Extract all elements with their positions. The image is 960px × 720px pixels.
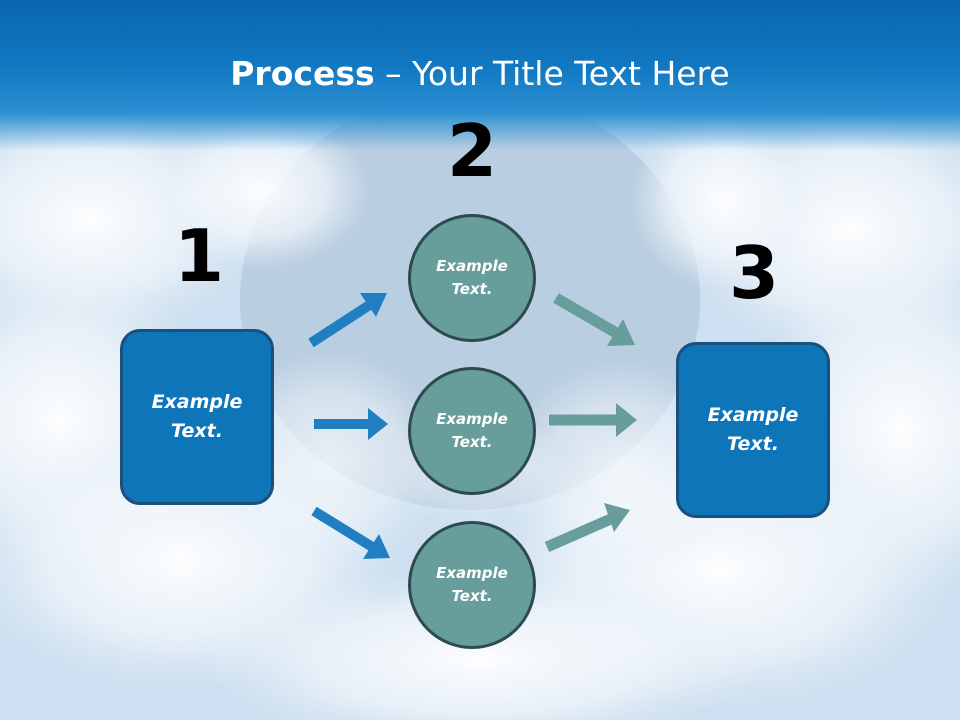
right-process-box: Example Text. — [676, 342, 830, 518]
circle-bottom-text: Example Text. — [436, 564, 508, 605]
step-number-3: 3 — [728, 231, 780, 315]
left-box-text: Example Text. — [151, 391, 243, 442]
arrow-left-to-top — [308, 293, 387, 348]
title-band — [0, 0, 960, 150]
step-number-2: 2 — [446, 109, 498, 193]
arrow-middle-to-right — [549, 403, 637, 437]
arrow-left-to-middle — [314, 408, 388, 440]
slide-title: Process – Your Title Text Here — [0, 52, 960, 96]
circle-top: Example Text. — [408, 214, 536, 342]
circle-top-text: Example Text. — [436, 257, 508, 298]
circle-bottom: Example Text. — [408, 521, 536, 649]
title-bold: Process — [230, 54, 375, 93]
title-rest: – Your Title Text Here — [374, 54, 730, 93]
arrow-left-to-bottom — [311, 506, 390, 559]
right-box-text: Example Text. — [707, 404, 799, 455]
arrow-top-to-right — [553, 293, 635, 346]
circle-middle: Example Text. — [408, 367, 536, 495]
circle-middle-text: Example Text. — [436, 410, 508, 451]
left-process-box: Example Text. — [120, 329, 274, 505]
arrow-bottom-to-right — [544, 503, 630, 553]
step-number-1: 1 — [173, 214, 225, 298]
